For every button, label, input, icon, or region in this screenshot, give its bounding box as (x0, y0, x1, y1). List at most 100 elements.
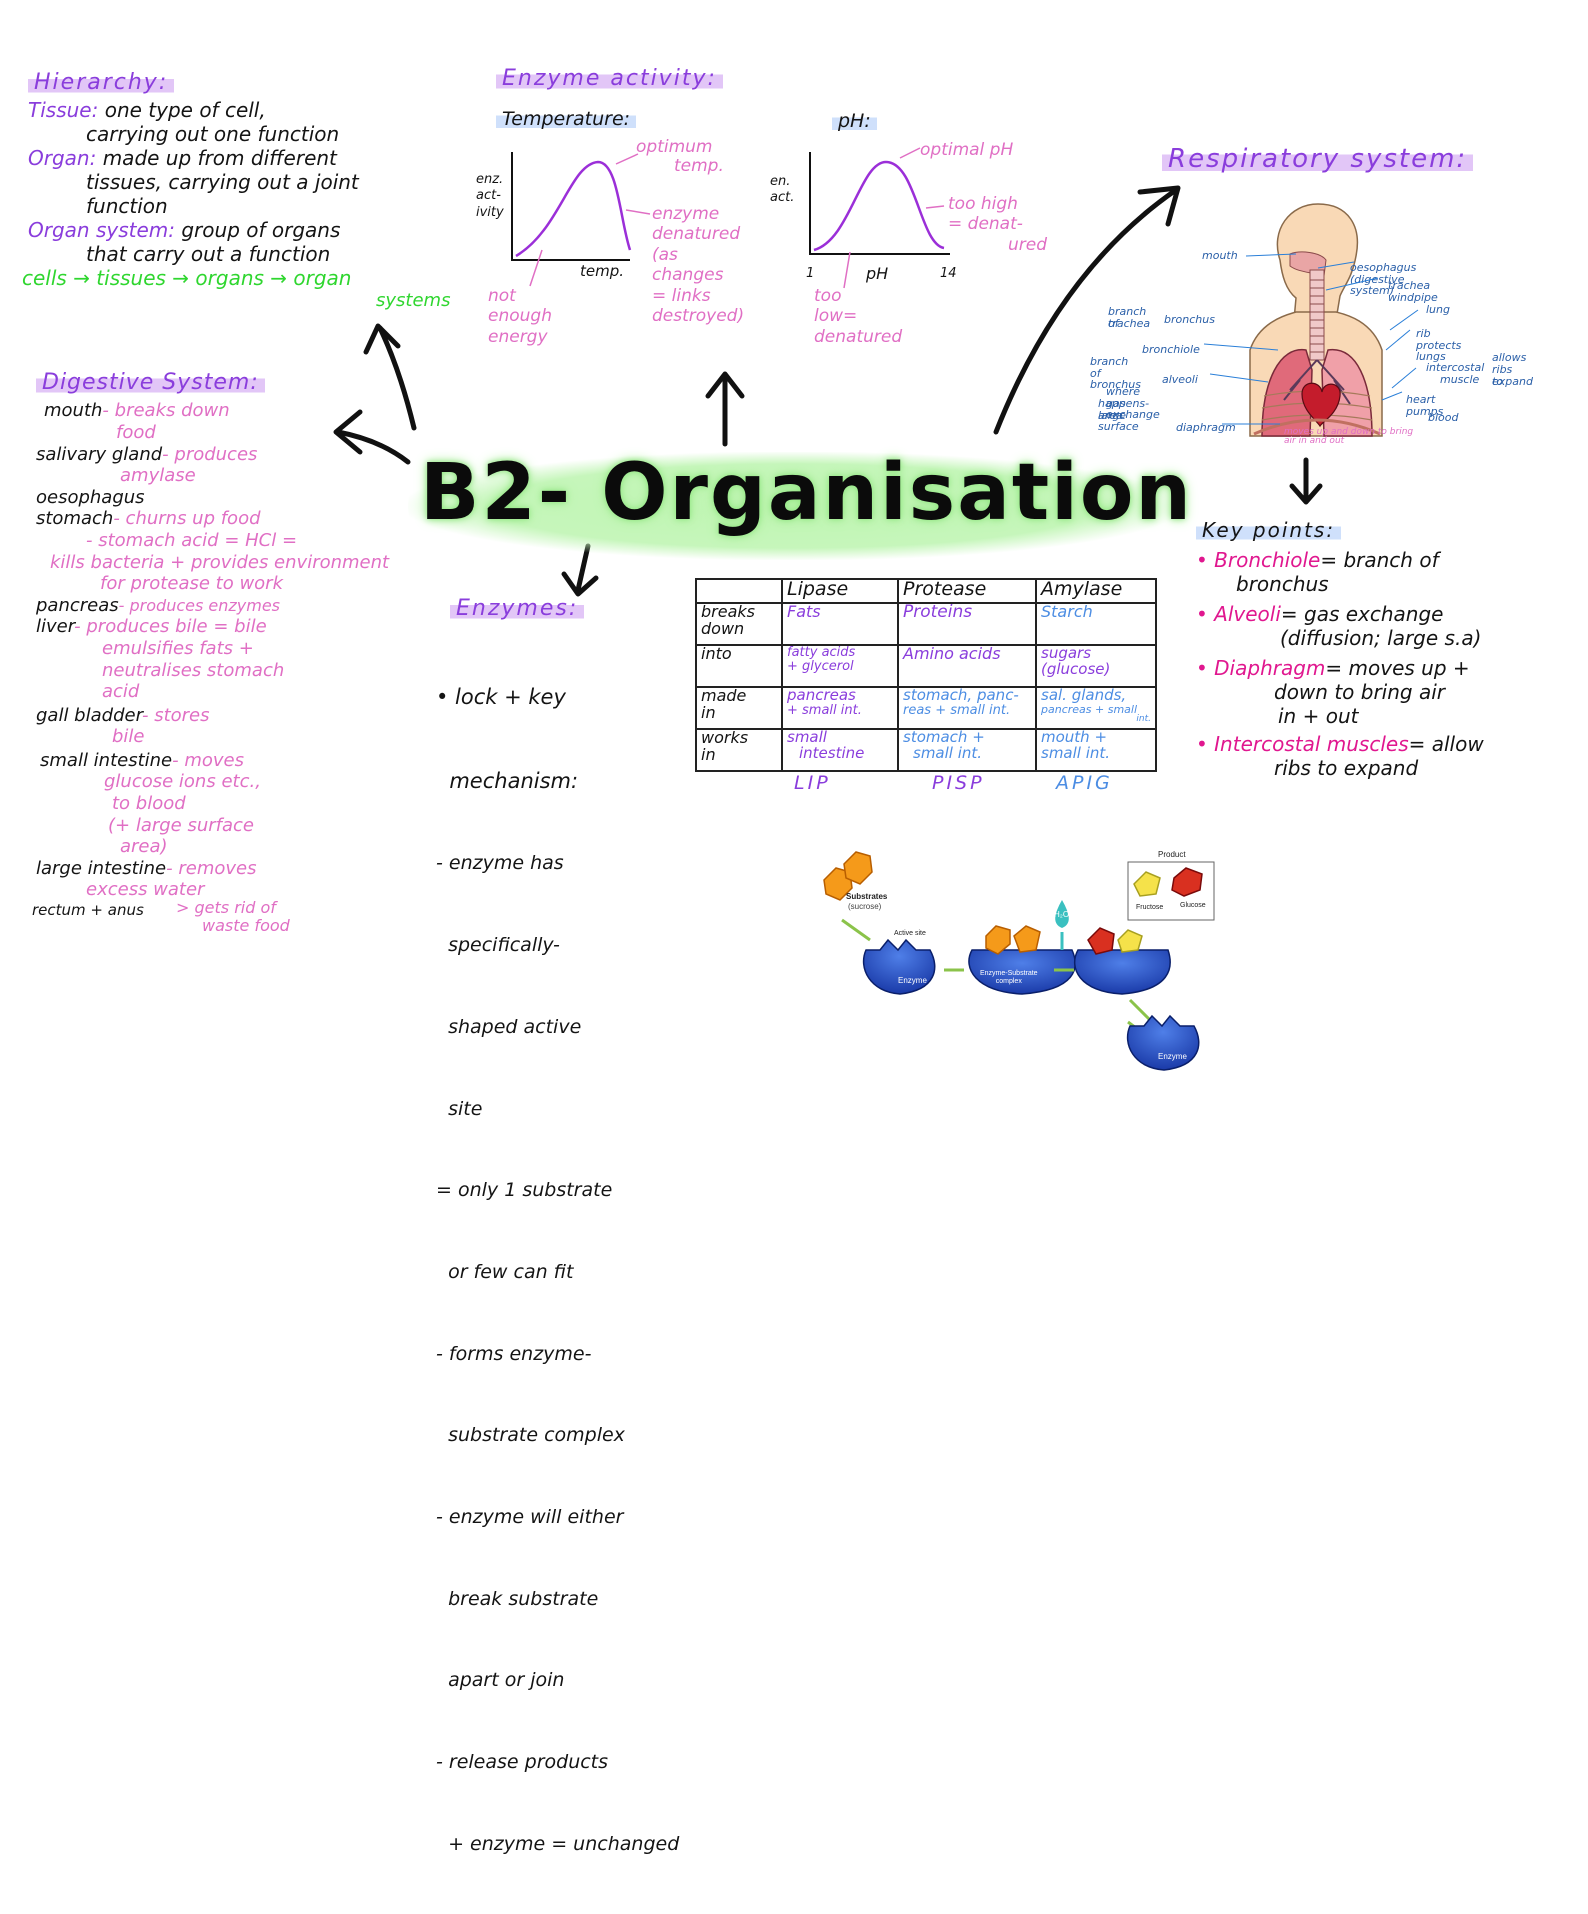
table-cell: sugars(glucose) (1035, 644, 1157, 688)
hierarchy-flow: cells → tissues → organs → organ (22, 266, 352, 291)
digestive-desc: glucose ions etc., (104, 771, 261, 793)
table-cell: stomach +small int. (897, 728, 1037, 772)
digestive-desc: bile (112, 726, 145, 748)
digestive-row: mouth- breaks down (44, 400, 230, 422)
enzymes-line: • lock + key (436, 684, 566, 709)
hierarchy-line: function (86, 194, 168, 219)
enzymes-line: - release products (436, 1751, 609, 1774)
ph-too-low-note: too low= denatured (814, 286, 903, 347)
table-row: into fatty acids+ glycerol Amino acids s… (695, 644, 1157, 688)
enzyme-label: Enzyme (898, 976, 927, 985)
digestive-row: stomach- churns up food (36, 508, 261, 530)
digestive-row: large intestine- removes (36, 857, 257, 879)
digestive-row: liver- produces bile = bile (36, 616, 267, 638)
table-row-label: into (695, 644, 783, 688)
table-cell: pancreas+ small int. (781, 686, 899, 730)
table-cell: stomach, panc-reas + small int. (897, 686, 1037, 730)
key-point-detail: (diffusion; large s.a) (1280, 626, 1482, 650)
digestive-row: rectum + anus > gets rid of waste food (32, 898, 290, 936)
table-cell: Starch (1035, 602, 1157, 646)
enzymes-line: = only 1 substrate (436, 1179, 613, 1202)
table-header-cell: Amylase (1035, 578, 1157, 604)
ph-too-high-note: too high = denat- ured (948, 194, 1048, 255)
enzyme-mechanism-diagram (823, 851, 1215, 1071)
fructose-label: Fructose (1136, 904, 1164, 911)
hierarchy-line: Organ: made up from different (28, 146, 337, 171)
title-glow (408, 452, 1178, 560)
key-point-detail: down to bring air (1274, 680, 1445, 704)
ph-x-min: 1 (806, 266, 815, 281)
key-points-heading: Key points: (1196, 518, 1342, 542)
enzymes-heading: Enzymes: (450, 596, 585, 621)
diaphragm-bottom-note: moves up and down to bring air in and ou… (1284, 427, 1414, 447)
enzymes-line: specifically- (436, 934, 560, 957)
digestive-row: pancreas- produces enzymes (36, 594, 281, 616)
substrates-label: Substrates (846, 892, 888, 901)
ph-x-label: pH (866, 264, 889, 283)
digestive-desc: emulsifies fats + (102, 637, 254, 659)
page-title: B2- Organisation (420, 448, 1193, 538)
product-label: Product (1158, 850, 1186, 859)
connector-arrows (333, 185, 1323, 597)
temperature-note-pointers (529, 153, 651, 287)
enzymes-line: or few can fit (436, 1260, 574, 1283)
digestive-section: Digestive System: mouth- breaks down foo… (32, 370, 390, 941)
enzyme-denatured-note: enzyme denatured (as changes = links des… (652, 204, 745, 326)
digestive-desc: amylase (120, 465, 196, 487)
key-point: • Diaphragm= moves up + (1196, 656, 1470, 680)
digestive-desc: neutralises stomach (102, 659, 285, 681)
temperature-y-label: enz. act- ivity (476, 172, 504, 220)
digestive-heading: Digestive System: (36, 370, 265, 395)
table-header-row: Lipase Protease Amylase (695, 578, 1157, 604)
digestive-row: small intestine- moves (40, 749, 245, 771)
mnemonic-lipase: LIP (794, 772, 831, 794)
enzymes-line: site (436, 1097, 483, 1120)
hierarchy-line: carrying out one function (86, 122, 340, 147)
temperature-label: Temperature: (496, 108, 637, 130)
sucrose-label: (sucrose) (848, 902, 882, 911)
ph-note-pointers (843, 147, 945, 289)
table-header-cell (695, 578, 783, 604)
hierarchy-line: Tissue: one type of cell, (28, 98, 266, 123)
active-site-label: Active site (894, 930, 926, 937)
digestive-desc: kills bacteria + provides environment (50, 551, 390, 573)
digestive-desc: acid (102, 681, 140, 703)
key-point: • Alveoli= gas exchange (1196, 602, 1444, 626)
key-points-section: Key points: • Bronchiole= branch of bron… (1196, 518, 1484, 780)
ph-graph (809, 152, 950, 255)
table-cell: mouth +small int. (1035, 728, 1157, 772)
respiratory-heading: Respiratory system: (1162, 144, 1474, 174)
digestive-row: gall bladder- stores (36, 704, 210, 726)
optimum-temp-note: optimum temp. (636, 137, 724, 176)
enzymes-line: substrate complex (436, 1424, 625, 1447)
hierarchy-heading: Hierarchy: (28, 70, 175, 95)
enzymes-line: + enzyme = unchanged (436, 1832, 680, 1855)
enzymes-line: - forms enzyme- (436, 1342, 592, 1365)
mnemonic-amylase: APIG (1056, 772, 1113, 794)
respiratory-diagram (1249, 203, 1383, 437)
glucose-label: Glucose (1180, 902, 1206, 909)
hierarchy-line: Organ system: group of organs (28, 218, 341, 243)
temperature-x-label: temp. (580, 262, 625, 280)
arrow-to-respiratory (993, 187, 1179, 435)
table-header-cell: Protease (897, 578, 1037, 604)
respiratory-label-lines (1203, 253, 1419, 425)
enzymes-line: shaped active (436, 1015, 582, 1038)
optimal-ph-note: optimal pH (920, 140, 1014, 160)
table-cell: fatty acids+ glycerol (781, 644, 899, 688)
table-header-cell: Lipase (781, 578, 899, 604)
hierarchy-flow-end: systems (376, 290, 451, 312)
digestive-desc: for protease to work (100, 573, 283, 595)
mnemonic-protease: PISP (932, 772, 985, 794)
digestive-row: oesophagus (36, 486, 145, 508)
key-point-detail: in + out (1278, 704, 1359, 728)
temperature-graph (511, 152, 632, 261)
hierarchy-line: that carry out a function (86, 242, 331, 267)
free-enzyme-label: Enzyme (1158, 1052, 1187, 1061)
